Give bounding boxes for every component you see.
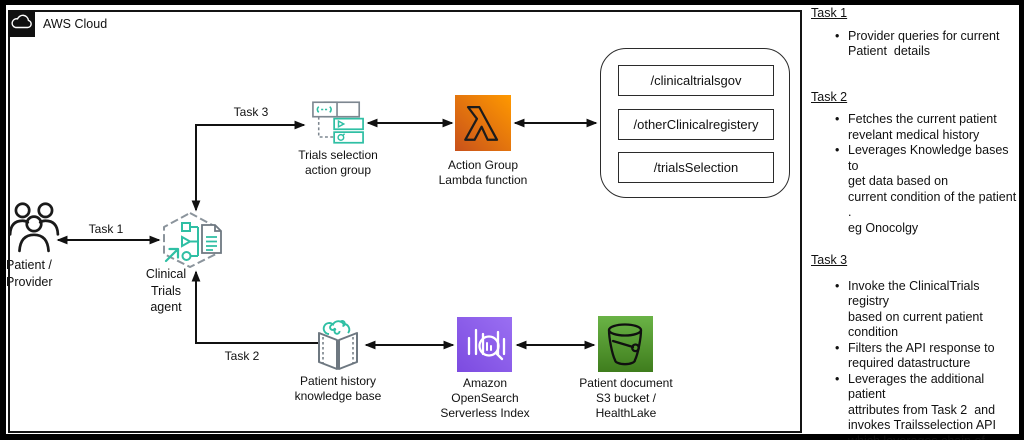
edge-label-task3: Task 3 bbox=[233, 105, 269, 119]
opensearch-label: Amazon OpenSearch Serverless Index bbox=[440, 376, 530, 420]
task1-bullets: Provider queries for current Patient det… bbox=[811, 29, 1018, 60]
task2-heading: Task 2 bbox=[811, 89, 848, 104]
knowledge-base-label: Patient history knowledge base bbox=[294, 374, 382, 403]
endpoint-trialsselection: /trialsSelection bbox=[618, 152, 774, 183]
lambda-icon bbox=[455, 95, 511, 151]
task2-bullet: Fetches the current patient revelant med… bbox=[835, 112, 1018, 143]
endpoint-clinicaltrialsgov: /clinicaltrialsgov bbox=[618, 65, 774, 96]
task1-bullet: Provider queries for current Patient det… bbox=[835, 29, 1018, 60]
action-group-icon bbox=[311, 100, 365, 145]
bedrock-agent-icon bbox=[156, 209, 228, 271]
api-group-box: /clinicaltrialsgov /otherClinicalregiste… bbox=[600, 48, 790, 198]
edge-label-task1: Task 1 bbox=[88, 222, 124, 236]
lambda-label: Action Group Lambda function bbox=[438, 158, 528, 187]
aws-cloud-icon bbox=[8, 10, 35, 37]
action-group-label: Trials selection action group bbox=[298, 148, 378, 177]
task3-bullet: Invoke the ClinicalTrials registry based… bbox=[835, 279, 1018, 341]
edge-label-task2: Task 2 bbox=[224, 349, 260, 363]
task3-bullet: Filters the API response to required dat… bbox=[835, 341, 1018, 372]
knowledge-base-icon bbox=[312, 316, 364, 372]
task1-heading: Task 1 bbox=[811, 6, 848, 20]
task3-bullets: Invoke the ClinicalTrials registry based… bbox=[811, 279, 1018, 440]
opensearch-icon bbox=[457, 317, 512, 372]
aws-cloud-label: AWS Cloud bbox=[43, 17, 108, 31]
task3-heading: Task 3 bbox=[811, 253, 848, 267]
s3-bucket-label: Patient document S3 bucket / HealthLake bbox=[579, 376, 673, 420]
users-icon bbox=[7, 200, 61, 254]
tasks-panel: Task 1 Provider queries for current Pati… bbox=[811, 6, 1018, 440]
task3-bullet: Leverages the additional patient attribu… bbox=[835, 372, 1018, 440]
task2-bullets: Fetches the current patient revelant med… bbox=[811, 112, 1018, 236]
agent-label: Clinical Trials agent bbox=[145, 267, 187, 314]
task2-bullet: Leverages Knowledge bases to get data ba… bbox=[835, 143, 1018, 236]
endpoint-otherclinicalregistery: /otherClinicalregistery bbox=[618, 109, 774, 140]
s3-bucket-icon bbox=[598, 316, 653, 372]
patient-provider-label: Patient / Provider bbox=[6, 258, 53, 289]
